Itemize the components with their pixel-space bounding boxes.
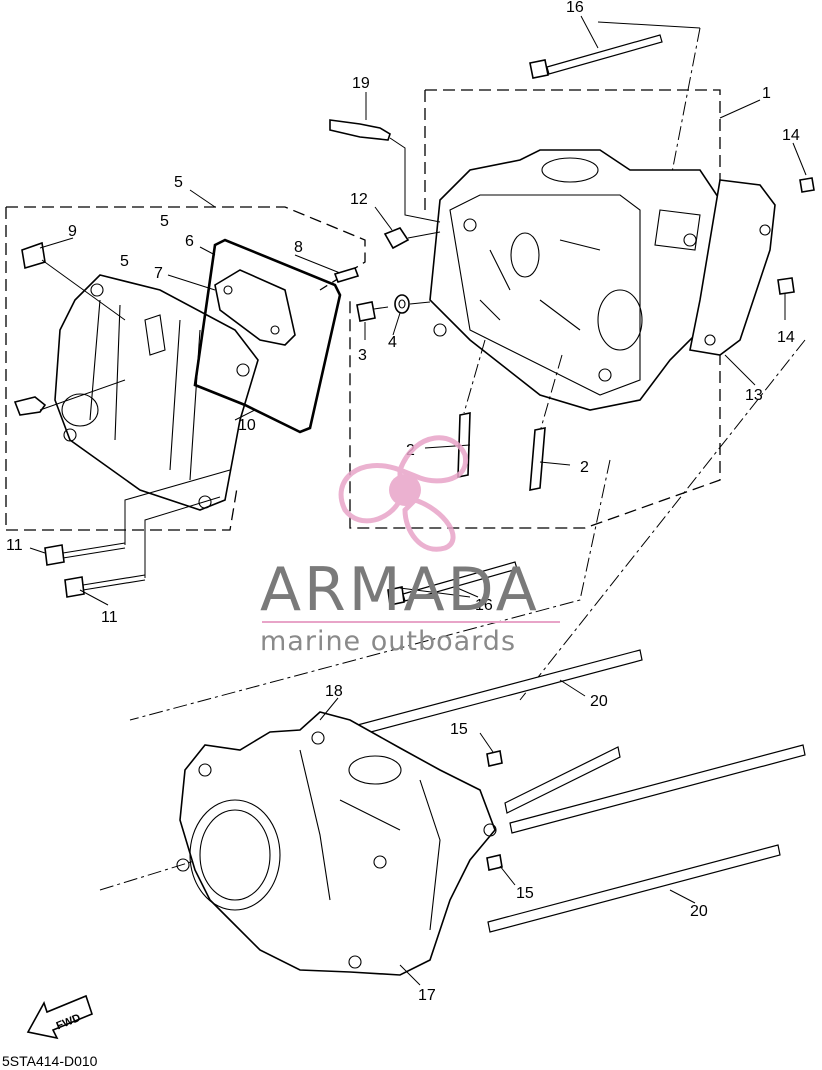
fwd-arrow-icon: FWD [26, 994, 93, 1040]
clip-part [21, 241, 46, 270]
callout-3: 3 [358, 347, 367, 364]
watermark-brand: ARMADA [260, 555, 540, 625]
dowel-14 [777, 177, 815, 295]
callout-9: 9 [68, 223, 77, 240]
exhaust-gasket [689, 179, 776, 356]
bolt-8 [333, 267, 360, 283]
armada-watermark: ARMADA marine outboards [260, 435, 560, 657]
stud-20 [349, 649, 806, 933]
cylinder-head [429, 149, 721, 411]
cylinder-block [176, 711, 497, 976]
propeller-logo-icon [338, 435, 468, 552]
callout-5-top: 5 [174, 174, 183, 191]
callout-16-top: 16 [566, 0, 584, 16]
callout-13: 13 [745, 387, 763, 404]
callout-18: 18 [325, 683, 343, 700]
head-cover [54, 274, 259, 511]
callout-16-mid: 16 [475, 597, 493, 614]
cap-12 [383, 227, 410, 250]
callout-15-low: 15 [516, 885, 534, 902]
callout-17: 17 [418, 987, 436, 1004]
diagram-code: 5STA414-D010 [2, 1053, 98, 1069]
washer-4 [394, 294, 410, 314]
callout-6: 6 [185, 233, 194, 250]
callout-5-mid: 5 [160, 213, 169, 230]
callout-7: 7 [154, 265, 163, 282]
callout-1: 1 [762, 85, 771, 102]
callout-4: 4 [388, 334, 397, 351]
callout-15-top: 15 [450, 721, 468, 738]
bolt-16 [387, 34, 663, 606]
bolt-3 [356, 301, 389, 322]
callout-8: 8 [294, 239, 303, 256]
leader-lines [29, 15, 807, 986]
dowel-15 [486, 750, 503, 871]
breather-fitting [13, 396, 47, 416]
callout-11-low: 11 [101, 609, 118, 626]
bolt-11 [44, 542, 146, 598]
cover-gasket [193, 238, 342, 434]
callout-20-top: 20 [590, 693, 608, 710]
spark-plug [329, 119, 391, 141]
cover-plate [214, 269, 296, 346]
callout-5-low: 5 [120, 253, 129, 270]
watermark-tagline: marine outboards [260, 626, 516, 657]
callout-12: 12 [350, 191, 368, 208]
callout-2-right: 2 [580, 459, 589, 476]
callout-14-top: 14 [782, 127, 800, 144]
callout-10: 10 [238, 417, 256, 434]
callout-11-top: 11 [6, 537, 23, 554]
callout-19: 19 [352, 75, 370, 92]
callout-20-low: 20 [690, 903, 708, 920]
callout-14-mid: 14 [777, 329, 795, 346]
